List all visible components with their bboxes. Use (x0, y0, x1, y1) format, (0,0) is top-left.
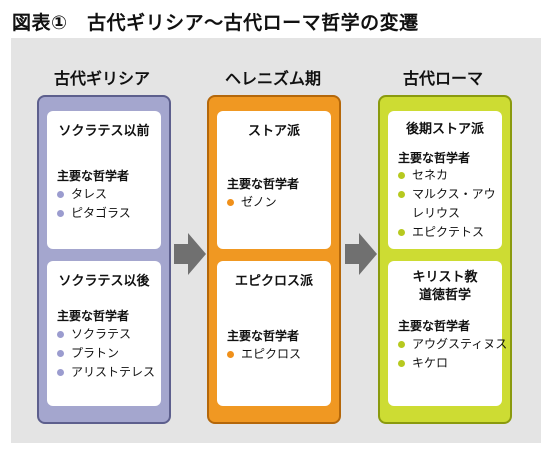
box-heading: ストア派 (247, 124, 300, 139)
box-epicurean: エピクロス派 主要な哲学者 エピクロス (217, 261, 331, 406)
list-item: マルクス・アウ (398, 185, 496, 204)
philosopher-list: エピクロス (227, 345, 301, 364)
philosopher-list: ゼノン (227, 193, 277, 212)
box-stoic: ストア派 主要な哲学者 ゼノン (217, 111, 331, 249)
philosopher-list: アウグスティヌス キケロ (398, 335, 507, 373)
list-item: アリストテレス (57, 363, 155, 382)
section-label: 主要な哲学者 (227, 329, 300, 343)
section-label: 主要な哲学者 (398, 151, 471, 165)
list-item: ソクラテス (57, 325, 155, 344)
figure-title: 図表① 古代ギリシア～古代ローマ哲学の変遷 (12, 12, 419, 34)
column-greece: ソクラテス以前 主要な哲学者 タレス ピタゴラス ソクラテス以後 主要な哲学者 … (37, 95, 171, 424)
column-rome: 後期ストア派 主要な哲学者 セネカ マルクス・アウ レリウス エピクテトス キリ… (378, 95, 512, 424)
list-item-continuation: レリウス (412, 206, 461, 220)
box-pre-socratic: ソクラテス以前 主要な哲学者 タレス ピタゴラス (47, 111, 161, 249)
box-late-stoic: 後期ストア派 主要な哲学者 セネカ マルクス・アウ レリウス エピクテトス (388, 111, 502, 249)
section-label: 主要な哲学者 (57, 309, 130, 323)
list-item: セネカ (398, 166, 496, 185)
box-post-socratic: ソクラテス以後 主要な哲学者 ソクラテス プラトン アリストテレス (47, 261, 161, 406)
column-hellenistic: ストア派 主要な哲学者 ゼノン エピクロス派 主要な哲学者 エピクロス (207, 95, 341, 424)
section-label: 主要な哲学者 (57, 169, 130, 183)
arrow-right-icon (345, 233, 377, 275)
philosopher-list: タレス ピタゴラス (57, 185, 131, 223)
section-label: 主要な哲学者 (227, 177, 300, 191)
list-item: プラトン (57, 344, 155, 363)
arrow-right-icon (174, 233, 206, 275)
box-heading-line2: 道徳哲学 (418, 288, 471, 303)
box-heading: ソクラテス以前 (58, 124, 150, 139)
list-item: キケロ (398, 354, 507, 373)
column-header-hellenistic: ヘレニズム期 (224, 69, 321, 88)
list-item: ゼノン (227, 193, 277, 212)
list-item: エピクロス (227, 345, 301, 364)
philosopher-list: セネカ マルクス・アウ レリウス エピクテトス (398, 166, 496, 242)
column-header-rome: 古代ローマ (402, 69, 483, 88)
column-header-greece: 古代ギリシア (53, 69, 150, 88)
box-heading-line1: キリスト教 (412, 270, 478, 285)
list-item: タレス (57, 185, 131, 204)
philosopher-list: ソクラテス プラトン アリストテレス (57, 325, 155, 382)
box-heading: エピクロス派 (234, 274, 313, 289)
section-label: 主要な哲学者 (398, 319, 471, 333)
list-item: ピタゴラス (57, 204, 131, 223)
list-item: アウグスティヌス (398, 335, 507, 354)
box-heading: 後期ストア派 (405, 122, 484, 137)
box-christian-ethics: キリスト教 道徳哲学 主要な哲学者 アウグスティヌス キケロ (388, 261, 507, 406)
list-item: エピクテトス (398, 223, 496, 242)
box-heading: ソクラテス以後 (58, 274, 150, 289)
